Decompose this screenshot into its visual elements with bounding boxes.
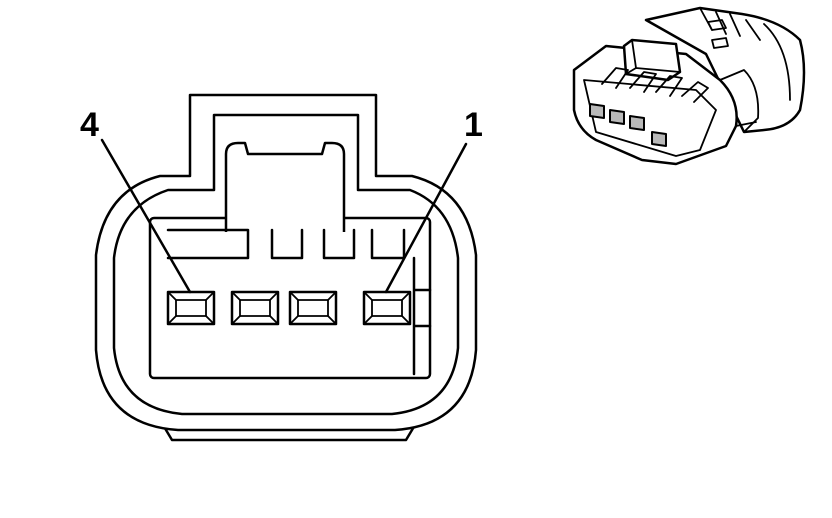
outer-housing [94,93,478,432]
housing-bottom-lip [158,418,420,442]
iso-side-edges [719,69,760,133]
pin-label-1: 1 [464,106,483,144]
connector-face-view: 4 1 [80,93,483,442]
iso-front-housing [572,44,738,166]
iso-terminal-cavities [589,103,667,147]
connector-isometric-view [572,6,806,166]
iso-rear-body [644,6,806,134]
slot-wall-mid-right [322,228,356,260]
callout-leader-4 [100,138,192,294]
iso-rear-ribs [699,7,791,101]
terminal-cavity-2 [288,290,338,326]
callout-leader-1 [384,142,468,294]
terminal-cavity-4 [166,290,216,326]
slot-wall-right [370,228,406,260]
pin-label-4: 4 [80,106,99,144]
side-rail [412,256,432,376]
iso-top-details [707,19,729,49]
slot-wall-mid-left [270,228,304,260]
inner-rim [112,113,460,416]
slot-wall-left [166,228,250,260]
locking-tab [224,141,346,232]
terminal-cavity-1 [362,290,412,326]
iso-front-cavity [583,79,717,157]
iso-separator-ribs [601,67,709,103]
terminal-cavity-3 [230,290,280,326]
